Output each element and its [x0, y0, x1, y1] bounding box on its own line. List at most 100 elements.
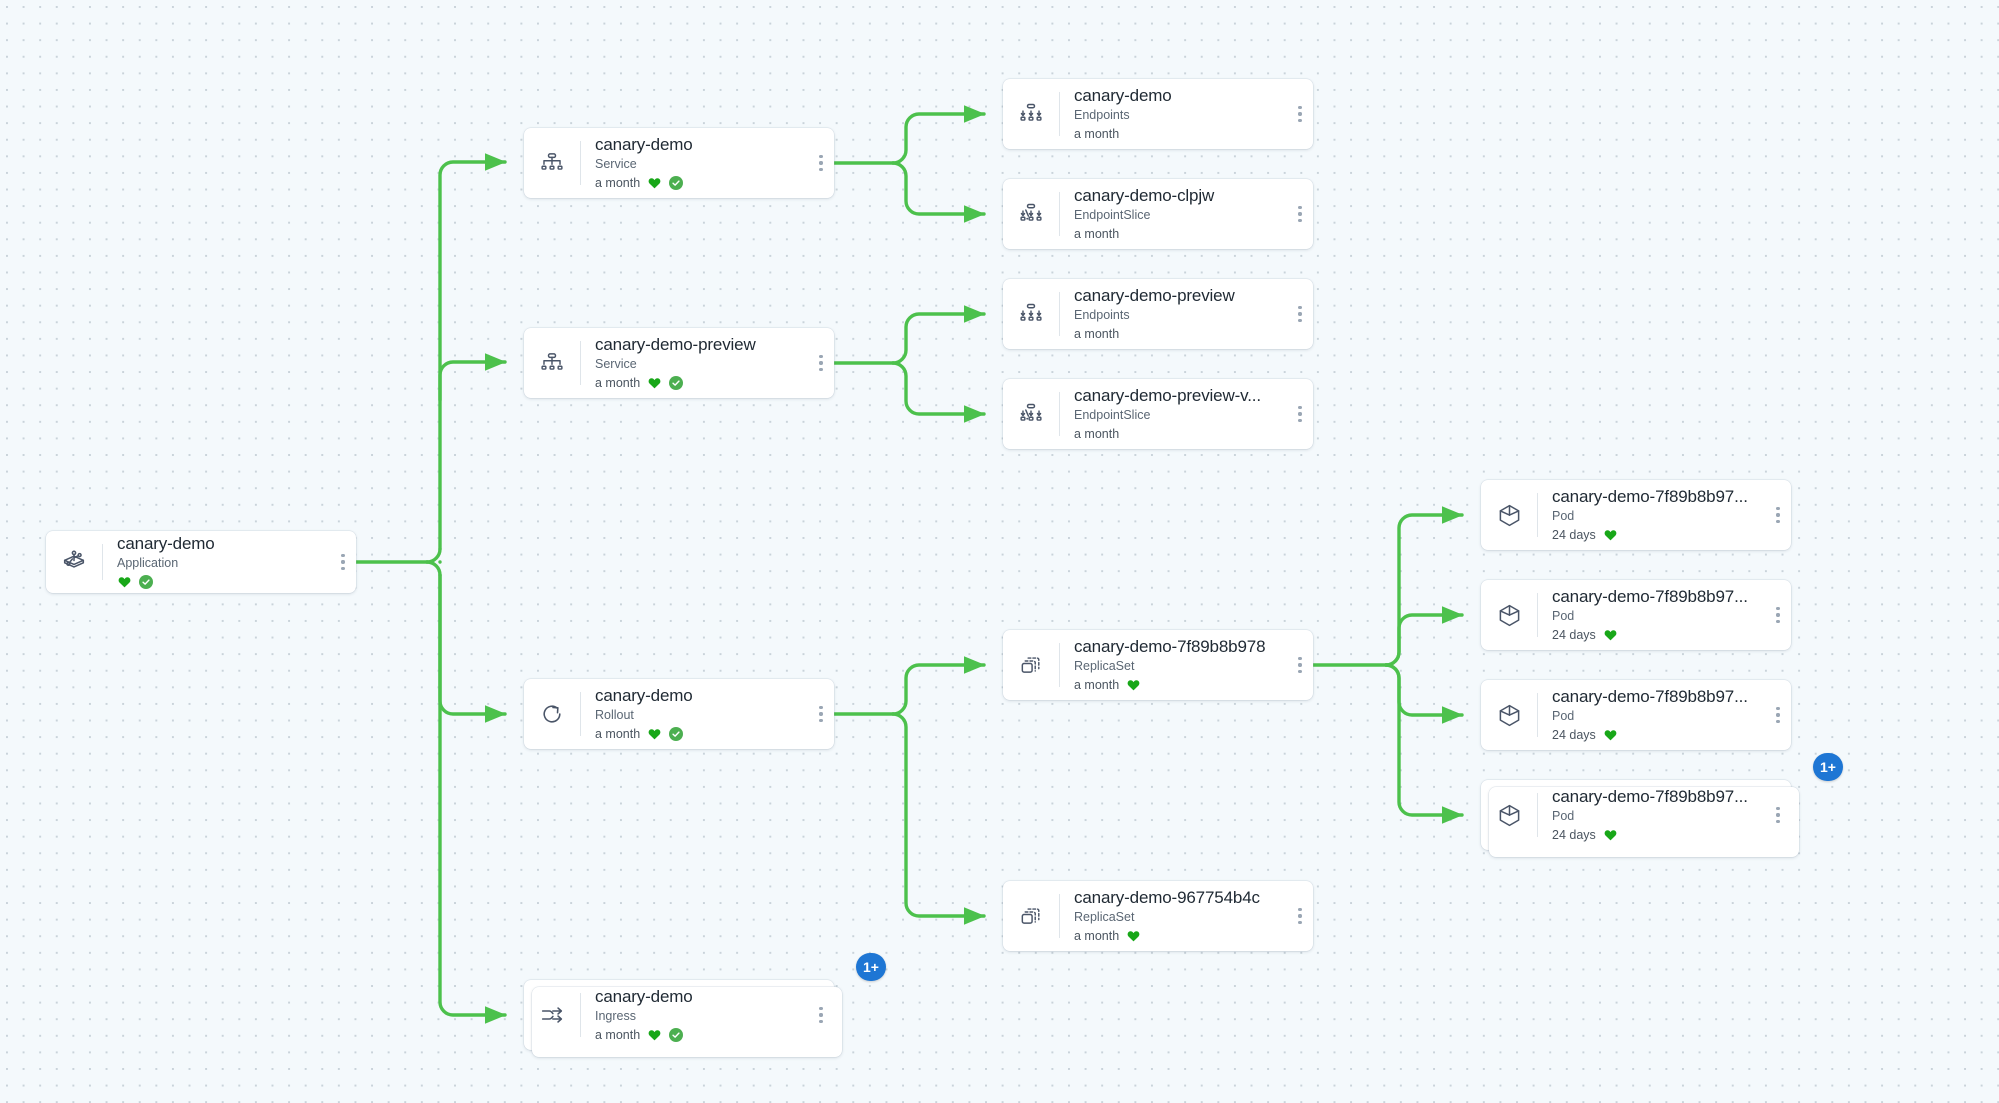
node-kind: ReplicaSet: [1074, 910, 1135, 924]
node-body: canary-demo-7f89b8b97... Pod 24 days: [1538, 786, 1765, 844]
node-title: canary-demo: [117, 534, 215, 553]
node-kind: Pod: [1552, 709, 1575, 723]
node-meta: a month: [595, 1026, 802, 1044]
sync-status-icon: [669, 727, 684, 741]
node-menu-button[interactable]: [1765, 580, 1791, 650]
node-menu-button[interactable]: [808, 128, 834, 198]
node-divider: [1537, 793, 1538, 837]
node-meta: a month: [1074, 927, 1281, 945]
argo-application-icon: [46, 531, 102, 593]
node-age: 24 days: [1552, 827, 1596, 842]
node-meta: 24 days: [1552, 626, 1759, 644]
node-age: a month: [1074, 426, 1120, 441]
node-meta: a month: [595, 374, 802, 392]
collapsed-children-badge[interactable]: 1+: [856, 953, 886, 981]
node-title: canary-demo-7f89b8b978: [1074, 637, 1266, 656]
health-heart-icon: [1126, 929, 1141, 943]
node-divider: [1537, 593, 1538, 637]
node-body: canary-demo-preview-v... EndpointSlice a m…: [1060, 385, 1287, 443]
health-heart-icon: [647, 376, 662, 390]
node-title: canary-demo-967754b4c: [1074, 888, 1260, 907]
node-meta: a month: [1074, 125, 1281, 143]
node-meta: a month: [1074, 325, 1281, 343]
node-divider: [580, 692, 581, 736]
node-menu-button[interactable]: [1287, 379, 1313, 449]
node-menu-button[interactable]: [1765, 780, 1791, 850]
pod-icon: [1481, 480, 1537, 550]
sync-status-icon: [669, 1028, 684, 1042]
sync-status-icon: [139, 575, 153, 589]
node-meta: 24 days: [1552, 526, 1759, 544]
node-menu-button[interactable]: [808, 679, 834, 749]
node-age: a month: [1074, 677, 1120, 692]
node-meta: a month: [1074, 425, 1281, 443]
node-title: canary-demo-7f89b8b97...: [1552, 587, 1748, 606]
pod-icon: [1481, 680, 1537, 750]
health-heart-icon: [117, 575, 132, 589]
node-divider: [1059, 894, 1060, 938]
node-menu-button[interactable]: [808, 328, 834, 398]
node-title: canary-demo: [595, 987, 693, 1006]
node-kind: Application: [117, 556, 179, 570]
node-kind: Endpoints: [1074, 108, 1130, 122]
node-menu-button[interactable]: [1287, 79, 1313, 149]
resource-node-pod-4[interactable]: canary-demo-7f89b8b97... Pod 24 days: [1481, 780, 1799, 857]
node-menu-button[interactable]: [1765, 480, 1791, 550]
node-age: a month: [595, 375, 641, 390]
node-meta: 24 days: [1552, 826, 1759, 844]
node-menu-button[interactable]: [808, 980, 834, 1050]
node-menu-button[interactable]: [1765, 680, 1791, 750]
node-menu-button[interactable]: [330, 531, 356, 593]
sync-status-icon: [669, 176, 684, 190]
node-menu-button[interactable]: [1287, 179, 1313, 249]
node-age: a month: [1074, 928, 1120, 943]
resource-node-eps-canary-demo-preview-v[interactable]: canary-demo-preview-v... EndpointSlice a m…: [1003, 379, 1313, 449]
node-title: canary-demo-preview: [595, 335, 756, 354]
node-title: canary-demo-7f89b8b97...: [1552, 787, 1748, 806]
node-title: canary-demo-preview-v...: [1074, 386, 1261, 405]
node-kind: ReplicaSet: [1074, 659, 1135, 673]
node-kind: Rollout: [595, 708, 634, 722]
node-title: canary-demo: [595, 135, 693, 154]
node-kind: EndpointSlice: [1074, 408, 1151, 422]
node-meta: a month: [1074, 225, 1281, 243]
rollout-icon: [524, 679, 580, 749]
node-menu-button[interactable]: [1287, 279, 1313, 349]
node-age: a month: [595, 175, 641, 190]
collapsed-children-badge[interactable]: 1+: [1813, 753, 1843, 781]
ingress-icon: [524, 980, 580, 1050]
node-menu-button[interactable]: [1287, 881, 1313, 951]
node-kind: Pod: [1552, 809, 1575, 823]
node-divider: [1059, 92, 1060, 136]
node-divider: [580, 141, 581, 185]
endpointslice-icon: [1003, 179, 1059, 249]
health-heart-icon: [1603, 828, 1618, 842]
node-meta: a month: [1074, 676, 1281, 694]
health-heart-icon: [1126, 678, 1141, 692]
node-divider: [1059, 292, 1060, 336]
node-menu-button[interactable]: [1287, 630, 1313, 700]
